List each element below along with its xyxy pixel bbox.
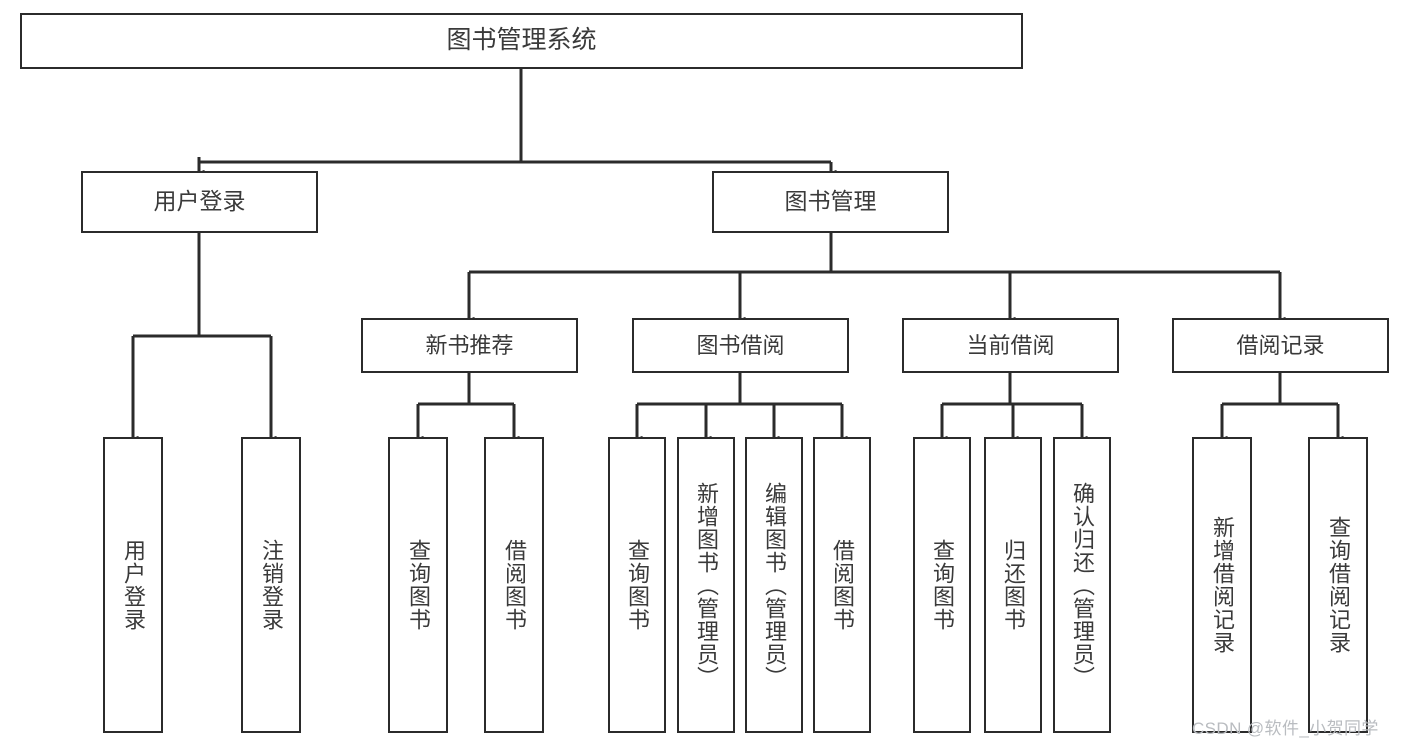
- node-leaf-query-book-2[interactable]: 查询图书: [608, 437, 666, 733]
- node-leaf-query-record-label: 查询借阅记录: [1325, 516, 1351, 654]
- node-leaf-borrow-book-1[interactable]: 借阅图书: [484, 437, 544, 733]
- node-current-borrow[interactable]: 当前借阅: [902, 318, 1119, 373]
- node-book-manage[interactable]: 图书管理: [712, 171, 949, 233]
- node-leaf-query-book-3[interactable]: 查询图书: [913, 437, 971, 733]
- node-borrow-record-label: 借阅记录: [1236, 332, 1325, 358]
- node-leaf-user-login-label: 用户登录: [120, 539, 146, 631]
- node-leaf-edit-book[interactable]: 编辑图书（管理员）: [745, 437, 803, 733]
- node-leaf-query-book-1[interactable]: 查询图书: [388, 437, 448, 733]
- node-root-label: 图书管理系统: [446, 26, 597, 55]
- node-new-book-rec-label: 新书推荐: [425, 332, 514, 358]
- node-user-login[interactable]: 用户登录: [81, 171, 318, 233]
- node-leaf-borrow-book-2-label: 借阅图书: [829, 539, 855, 631]
- node-borrow-record[interactable]: 借阅记录: [1172, 318, 1389, 373]
- node-current-borrow-label: 当前借阅: [966, 332, 1055, 358]
- node-new-book-rec[interactable]: 新书推荐: [361, 318, 578, 373]
- node-book-borrow-label: 图书借阅: [696, 332, 785, 358]
- node-leaf-query-book-3-label: 查询图书: [929, 539, 955, 631]
- node-leaf-edit-book-label: 编辑图书（管理员）: [761, 481, 787, 689]
- node-leaf-borrow-book-2[interactable]: 借阅图书: [813, 437, 871, 733]
- node-leaf-query-book-2-label: 查询图书: [624, 539, 650, 631]
- node-leaf-add-book[interactable]: 新增图书（管理员）: [677, 437, 735, 733]
- node-leaf-query-record[interactable]: 查询借阅记录: [1308, 437, 1368, 733]
- node-leaf-query-book-1-label: 查询图书: [405, 539, 431, 631]
- node-leaf-return-book[interactable]: 归还图书: [984, 437, 1042, 733]
- node-leaf-confirm-return[interactable]: 确认归还（管理员）: [1053, 437, 1111, 733]
- node-leaf-add-book-label: 新增图书（管理员）: [693, 481, 719, 689]
- node-leaf-confirm-return-label: 确认归还（管理员）: [1069, 481, 1095, 689]
- node-leaf-user-logout[interactable]: 注销登录: [241, 437, 301, 733]
- node-leaf-user-logout-label: 注销登录: [258, 539, 284, 631]
- node-book-borrow[interactable]: 图书借阅: [632, 318, 849, 373]
- node-leaf-add-record[interactable]: 新增借阅记录: [1192, 437, 1252, 733]
- node-leaf-borrow-book-1-label: 借阅图书: [501, 539, 527, 631]
- node-book-manage-label: 图书管理: [784, 188, 877, 215]
- csdn-watermark: CSDN @软件_小贺同学: [1192, 719, 1379, 738]
- node-user-login-label: 用户登录: [153, 188, 246, 215]
- node-leaf-add-record-label: 新增借阅记录: [1209, 516, 1235, 654]
- node-leaf-return-book-label: 归还图书: [1000, 539, 1026, 631]
- node-leaf-user-login[interactable]: 用户登录: [103, 437, 163, 733]
- node-root[interactable]: 图书管理系统: [20, 13, 1023, 69]
